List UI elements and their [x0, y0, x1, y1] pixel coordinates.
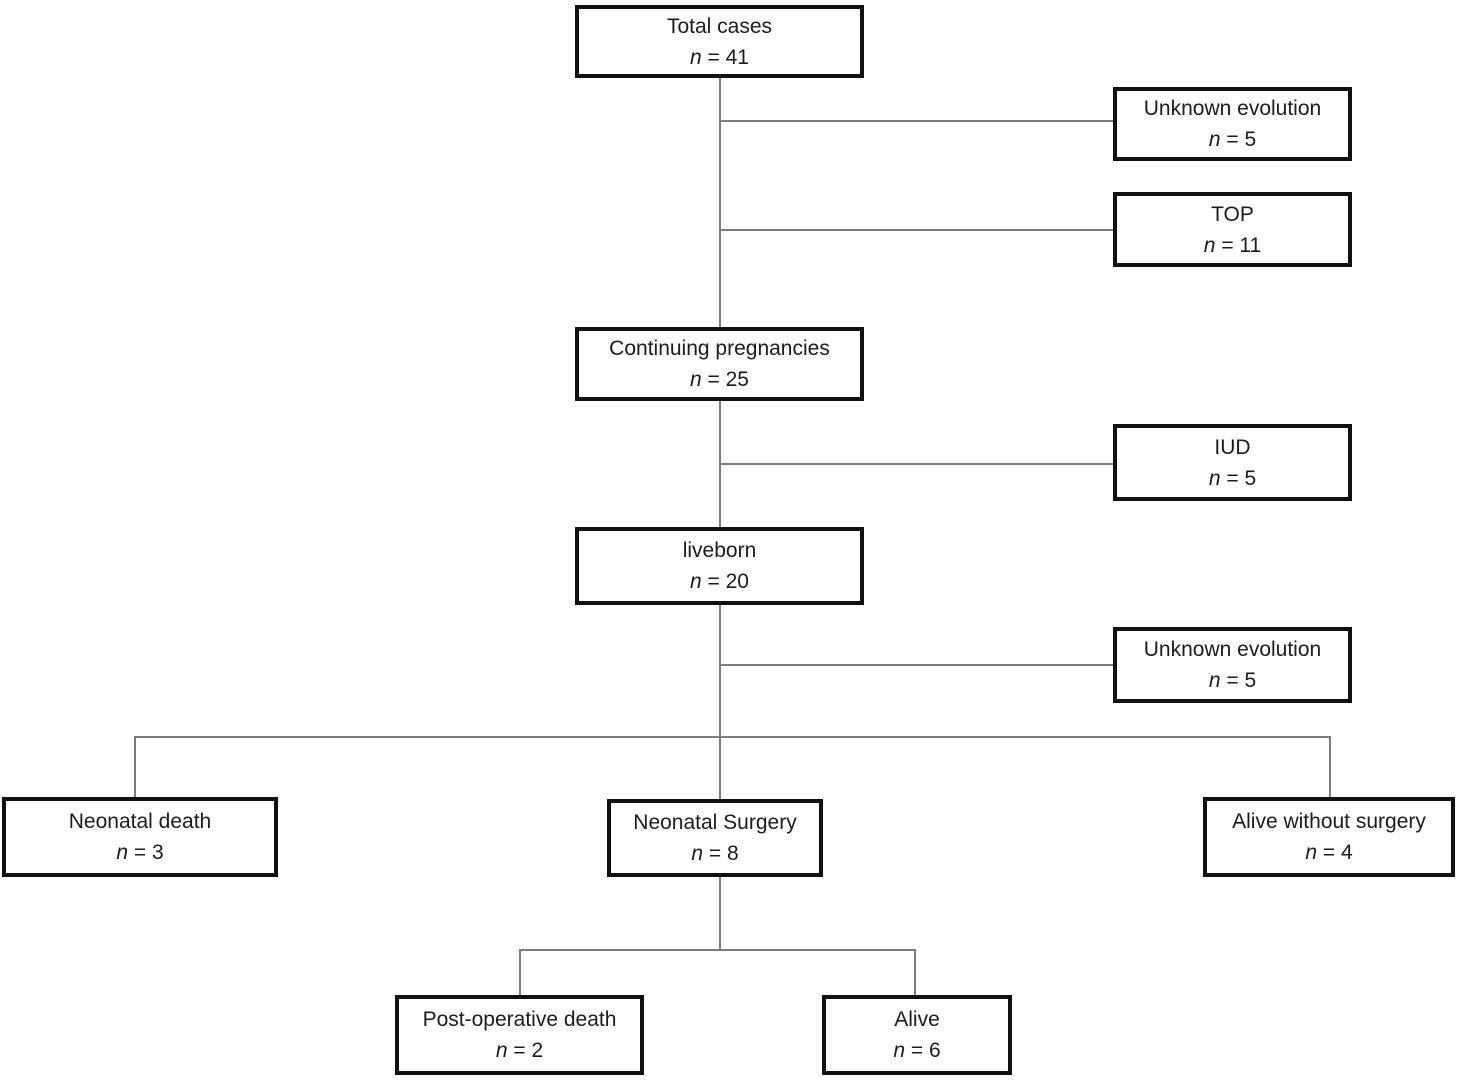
node-neonatal-surgery-label: Neonatal Surgery	[633, 811, 797, 834]
node-neonatal-surgery-count: n = 8	[691, 842, 739, 865]
connector-branch-surgery-outcomes	[519, 949, 915, 951]
node-top-label: TOP	[1211, 202, 1254, 226]
node-unknown-evolution-1-label: Unknown evolution	[1143, 97, 1322, 120]
node-top-count: n = 11	[1203, 233, 1262, 257]
node-total-cases-count: n = 41	[690, 45, 749, 69]
node-iud-count: n = 5	[1208, 466, 1257, 490]
node-alive: Alive n = 6	[822, 995, 1012, 1075]
node-iud: IUD n = 5	[1113, 424, 1352, 501]
node-total-cases: Total cases n = 41	[575, 5, 864, 78]
node-unknown-evolution-2-count: n = 5	[1208, 669, 1257, 692]
node-unknown-evolution-1-count: n = 5	[1208, 128, 1257, 151]
node-alive-label: Alive	[894, 1008, 940, 1031]
node-alive-without-surgery: Alive without surgery n = 4	[1203, 797, 1455, 877]
connector-drop-neonatal-death	[134, 736, 136, 797]
node-postoperative-death: Post-operative death n = 2	[395, 995, 644, 1075]
node-liveborn-label: liveborn	[682, 539, 757, 562]
node-continuing-pregnancies: Continuing pregnancies n = 25	[575, 327, 864, 401]
node-continuing-pregnancies-label: Continuing pregnancies	[609, 337, 830, 360]
connector-drop-neonatal-surgery	[719, 736, 721, 799]
node-postoperative-death-count: n = 2	[495, 1039, 544, 1062]
node-alive-without-surgery-label: Alive without surgery	[1232, 810, 1426, 833]
node-neonatal-death-label: Neonatal death	[68, 810, 212, 833]
node-postoperative-death-label: Post-operative death	[422, 1008, 617, 1031]
connector-drop-alive-without-surgery	[1329, 736, 1331, 797]
node-alive-without-surgery-count: n = 4	[1305, 841, 1353, 864]
node-top: TOP n = 11	[1113, 192, 1352, 267]
connector-branch-liveborn-outcomes	[134, 736, 1330, 738]
connector-liveborn-to-branch	[719, 605, 721, 736]
node-neonatal-death-count: n = 3	[116, 841, 164, 864]
connector-to-top	[720, 229, 1113, 231]
node-total-cases-label: Total cases	[666, 14, 773, 38]
connector-to-unknown-evolution-1	[720, 120, 1113, 122]
node-liveborn: liveborn n = 20	[575, 527, 864, 605]
connector-total-to-continuing	[719, 78, 721, 327]
connector-to-iud	[720, 463, 1113, 465]
connector-continuing-to-liveborn	[719, 401, 721, 527]
node-iud-label: IUD	[1214, 435, 1251, 459]
node-unknown-evolution-2-label: Unknown evolution	[1143, 638, 1322, 661]
node-unknown-evolution-2: Unknown evolution n = 5	[1113, 627, 1352, 703]
node-continuing-pregnancies-count: n = 25	[690, 368, 749, 391]
connector-surgery-to-branch	[719, 877, 721, 949]
connector-to-unknown-evolution-2	[720, 664, 1113, 666]
node-unknown-evolution-1: Unknown evolution n = 5	[1113, 87, 1352, 161]
node-liveborn-count: n = 20	[690, 570, 749, 593]
connector-drop-alive	[914, 949, 916, 995]
node-neonatal-death: Neonatal death n = 3	[2, 797, 278, 877]
node-neonatal-surgery: Neonatal Surgery n = 8	[607, 799, 823, 877]
node-alive-count: n = 6	[893, 1039, 941, 1062]
connector-drop-postoperative-death	[519, 949, 521, 995]
